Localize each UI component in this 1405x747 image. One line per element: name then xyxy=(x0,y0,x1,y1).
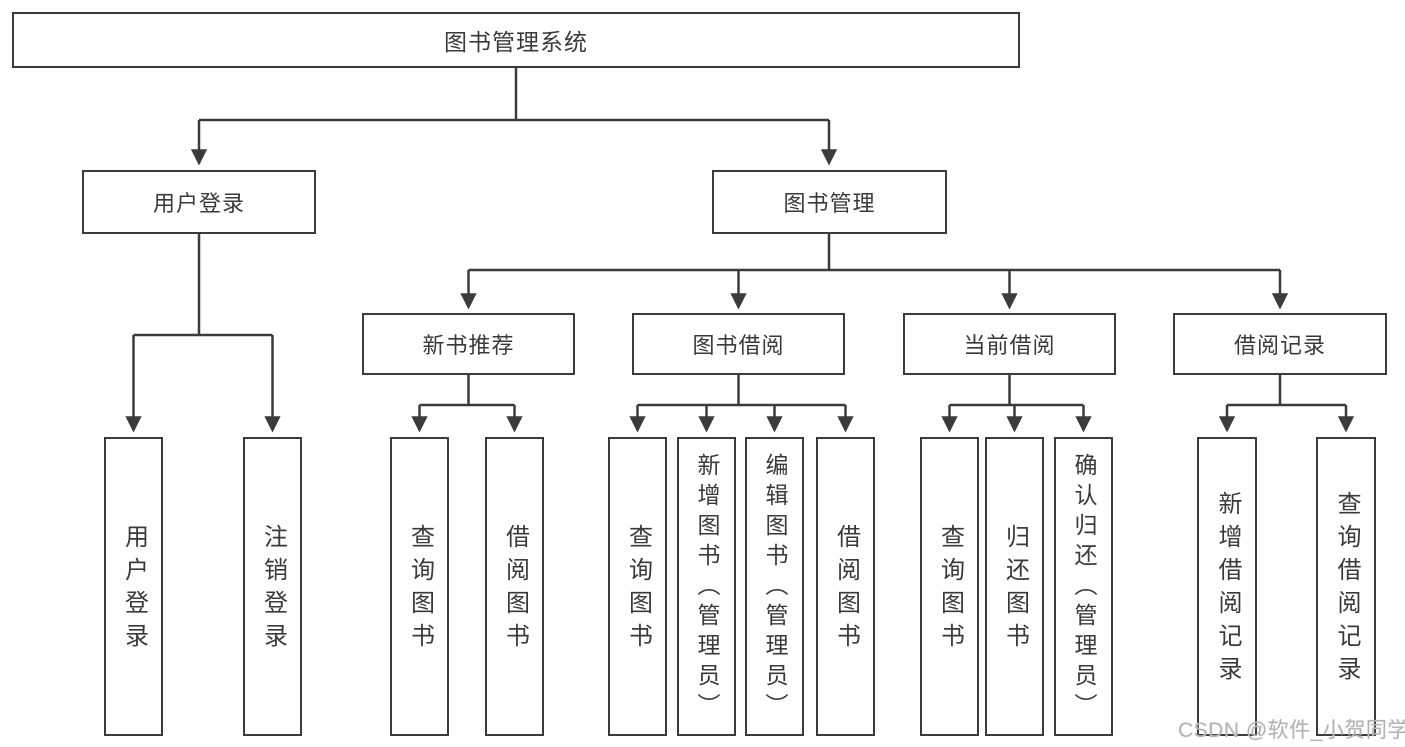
leaf-borrow-books-1: 借阅图书 xyxy=(485,437,544,736)
node-borrow-records: 借阅记录 xyxy=(1173,313,1387,375)
leaf-logout: 注销登录 xyxy=(243,437,302,736)
leaf-confirm-return-admin: 确认归还（管理员） xyxy=(1054,437,1113,736)
leaf-query-borrow-record: 查询借阅记录 xyxy=(1316,437,1376,736)
csdn-watermark: CSDN @软件_小贺同学 xyxy=(1178,719,1405,742)
node-book-borrow: 图书借阅 xyxy=(632,313,845,375)
leaf-add-borrow-record: 新增借阅记录 xyxy=(1197,437,1257,736)
leaf-borrow-books-2: 借阅图书 xyxy=(816,437,875,736)
leaf-add-book-admin: 新增图书（管理员） xyxy=(677,437,736,736)
leaf-query-books-1: 查询图书 xyxy=(390,437,449,736)
node-current-borrow: 当前借阅 xyxy=(903,313,1116,375)
node-user-login: 用户登录 xyxy=(82,170,316,234)
leaf-query-books-2: 查询图书 xyxy=(608,437,667,736)
leaf-user-login: 用户登录 xyxy=(104,437,163,736)
leaf-edit-book-admin: 编辑图书（管理员） xyxy=(745,437,804,736)
node-root-system: 图书管理系统 xyxy=(12,12,1020,68)
node-book-management: 图书管理 xyxy=(712,170,947,234)
leaf-query-books-3: 查询图书 xyxy=(920,437,979,736)
leaf-return-book: 归还图书 xyxy=(985,437,1044,736)
node-new-book-recommend: 新书推荐 xyxy=(362,313,575,375)
